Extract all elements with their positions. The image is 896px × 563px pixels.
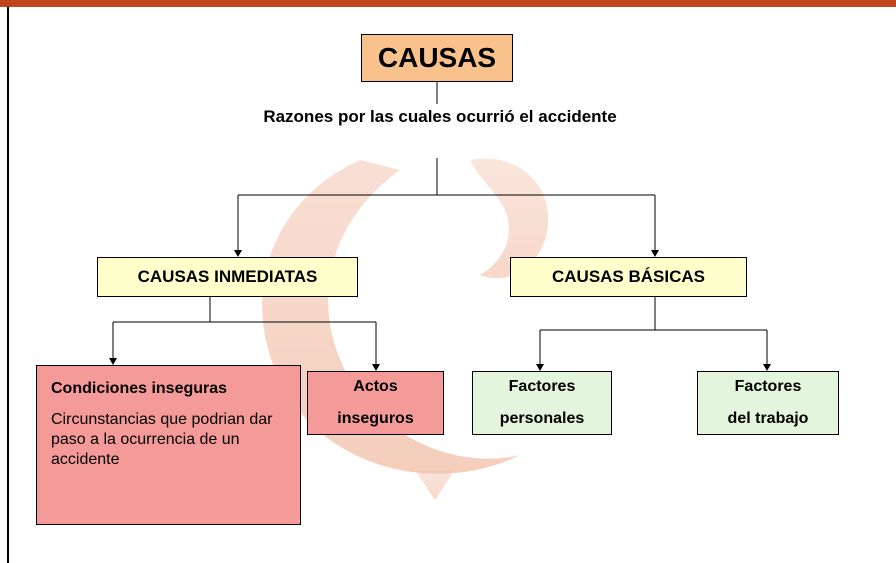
node-condiciones-inseguras-title: Condiciones inseguras — [51, 380, 228, 397]
node-factores-personales-line2: personales — [499, 410, 585, 427]
node-actos-inseguros: Actos inseguros — [307, 371, 444, 435]
node-causas-basicas: CAUSAS BÁSICAS — [510, 257, 747, 297]
node-factores-trabajo-line1: Factores — [734, 378, 802, 395]
root-subtitle: Razones por las cuales ocurrió el accide… — [263, 107, 617, 126]
node-factores-personales: Factores personales — [472, 371, 612, 435]
node-actos-inseguros-line2: inseguros — [337, 410, 414, 427]
node-causas-basicas-label: CAUSAS BÁSICAS — [551, 267, 706, 286]
node-factores-trabajo-line2: del trabajo — [727, 410, 809, 427]
node-factores-personales-line1: Factores — [508, 378, 576, 395]
node-condiciones-inseguras: Condiciones inseguras Circunstancias que… — [36, 365, 301, 525]
node-causas-inmediatas: CAUSAS INMEDIATAS — [97, 257, 358, 297]
root-title: CAUSAS — [377, 42, 497, 73]
left-border-line — [7, 7, 9, 563]
node-condiciones-inseguras-description: Circunstancias que podrian dar paso a la… — [51, 411, 273, 468]
header-bar — [0, 0, 896, 7]
node-actos-inseguros-line1: Actos — [353, 378, 398, 395]
root-node-causas: CAUSAS — [361, 34, 513, 82]
node-causas-inmediatas-label: CAUSAS INMEDIATAS — [137, 267, 318, 286]
node-factores-trabajo: Factores del trabajo — [697, 371, 839, 435]
